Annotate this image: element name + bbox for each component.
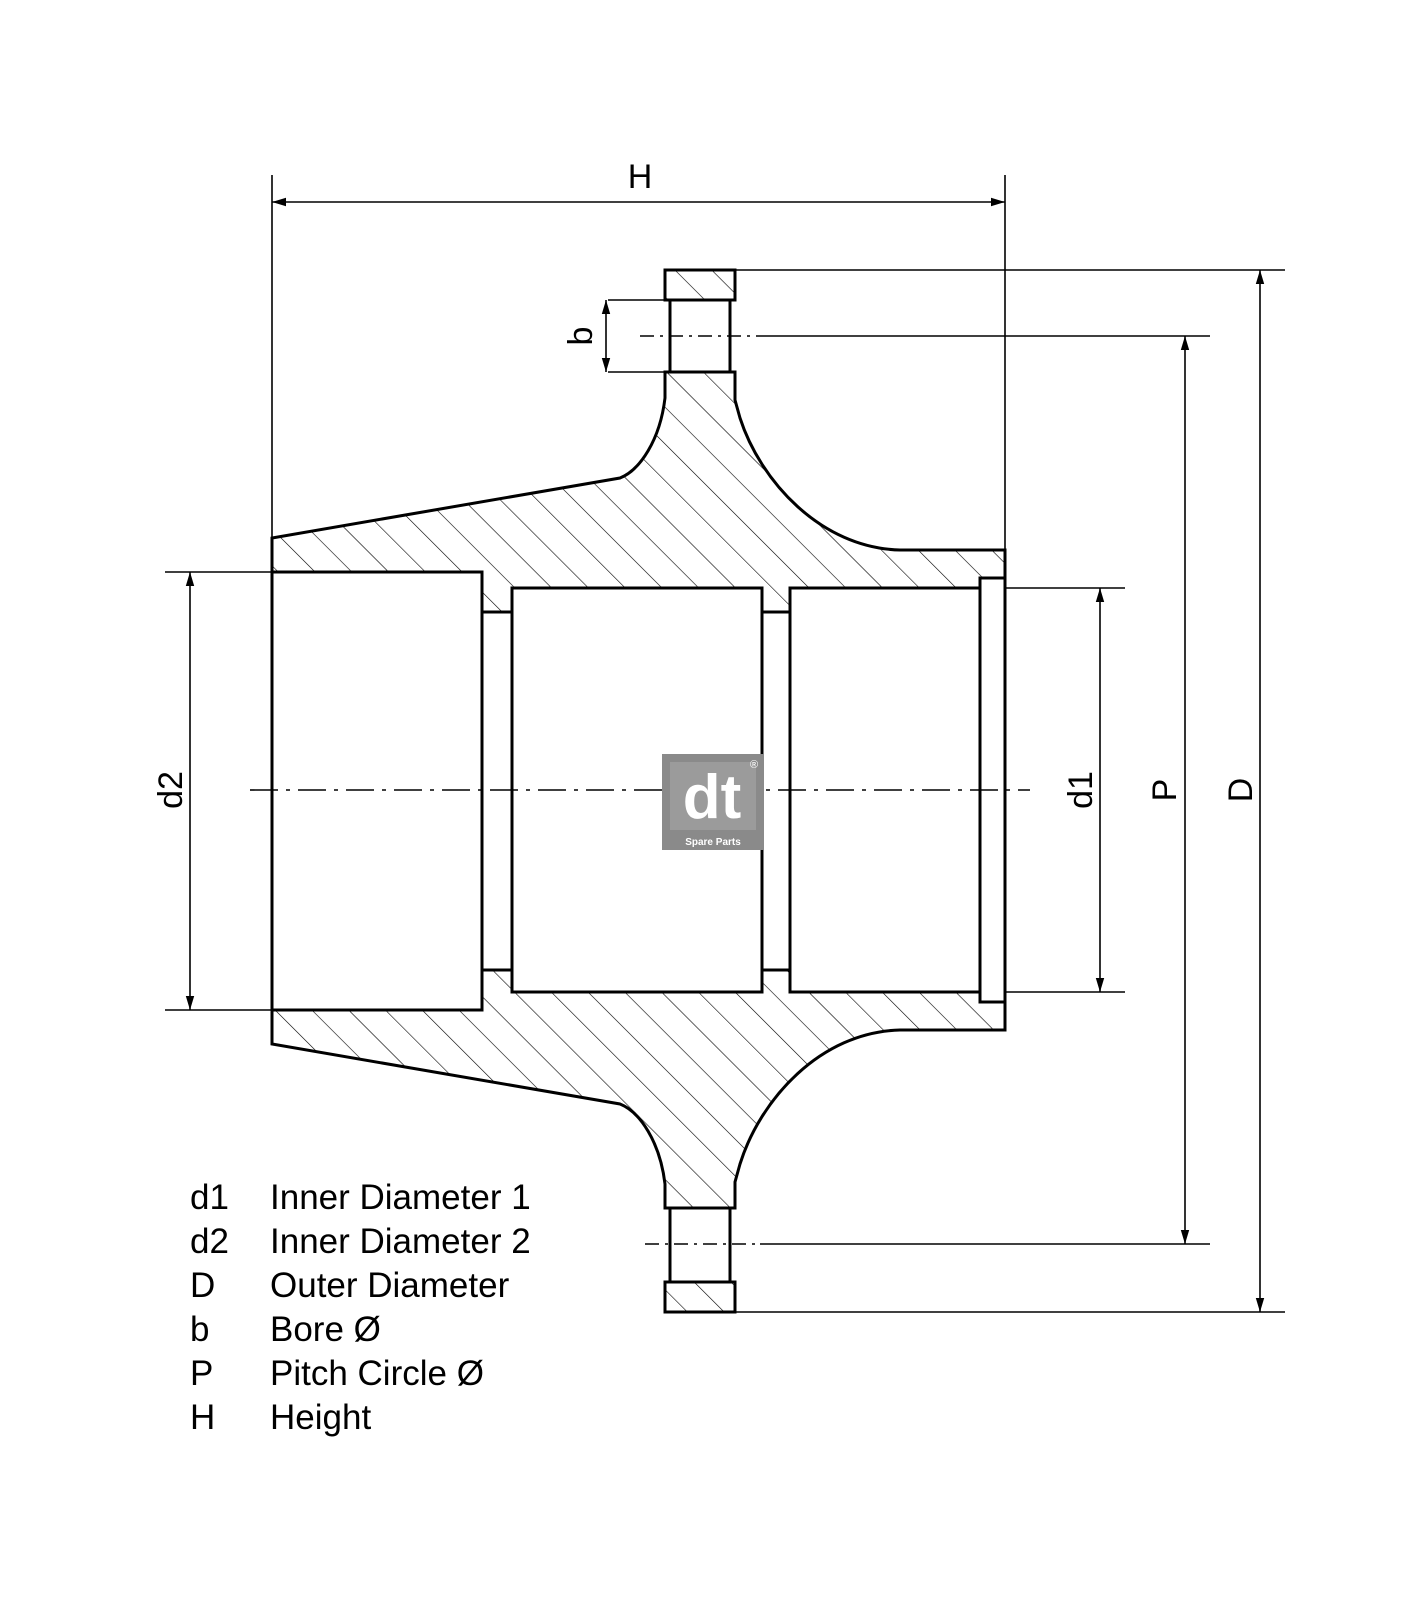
legend-row: P Pitch Circle Ø [190,1352,531,1396]
legend-row: d1 Inner Diameter 1 [190,1176,531,1220]
seat-d2 [270,570,484,1012]
legend-symbol: d1 [190,1178,229,1217]
bore-bottom [668,1206,732,1284]
dim-label-d1: d1 [1062,771,1100,809]
legend-label: Bore Ø [270,1310,381,1349]
dim-label-P: P [1146,779,1184,802]
legend-symbol: H [190,1398,216,1437]
legend-label: Pitch Circle Ø [270,1354,484,1393]
legend-row: d2 Inner Diameter 2 [190,1220,531,1264]
legend-row: H Height [190,1396,531,1440]
logo-mark: dt [683,763,742,832]
flange-top [663,268,737,302]
legend-row: D Outer Diameter [190,1264,531,1308]
legend-label: Outer Diameter [270,1266,510,1305]
legend-symbol: P [190,1354,214,1393]
dim-label-b: b [562,327,600,346]
legend-label: Inner Diameter 1 [270,1178,531,1217]
logo-registered: ® [750,759,758,771]
dt-spare-parts-logo: dt ® Spare Parts [662,754,764,850]
extension-lines [165,175,1285,1313]
legend-symbol: d2 [190,1222,229,1261]
legend-label: Height [270,1398,372,1437]
dim-label-d2: d2 [152,771,190,809]
logo-subtitle: Spare Parts [685,837,741,848]
legend: d1 Inner Diameter 1 d2 Inner Diameter 2 … [190,1176,531,1440]
legend-symbol: D [190,1266,216,1305]
dim-label-D: D [1222,778,1260,803]
legend-label: Inner Diameter 2 [270,1222,531,1261]
legend-symbol: b [190,1310,210,1349]
legend-row: b Bore Ø [190,1308,531,1352]
dim-label-H: H [628,158,653,196]
flange-bottom [663,1280,737,1314]
